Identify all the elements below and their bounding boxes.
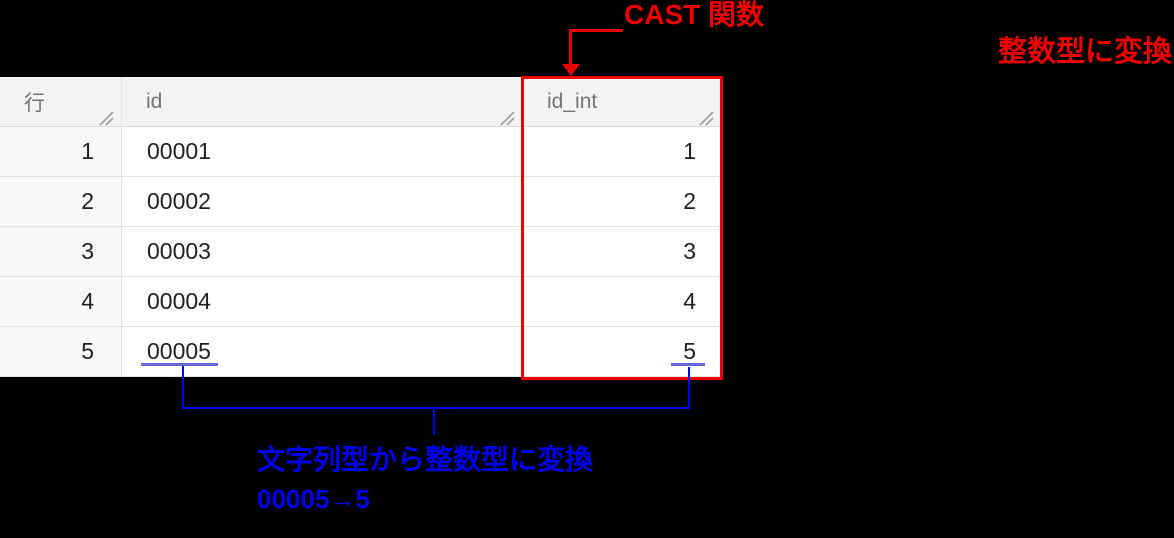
- cast-arrow-head-icon: [562, 64, 580, 76]
- id-int-cell: 5: [523, 327, 721, 377]
- column-resize-icon[interactable]: [99, 108, 114, 126]
- integer-conversion-label: 整数型に変換: [997, 36, 1172, 68]
- id-int-cell: 1: [523, 127, 721, 177]
- column-resize-icon[interactable]: [500, 108, 515, 126]
- id-int-cell: 4: [523, 277, 721, 327]
- conversion-note-line2: 00005→5: [257, 484, 370, 514]
- column-header-id: id: [122, 77, 523, 127]
- table-row: 4 00004 4: [0, 277, 721, 327]
- header-row: 行 id id_int: [0, 77, 721, 127]
- row-number-cell: 3: [0, 227, 122, 277]
- conversion-note-line1: 文字列型から整数型に変換: [257, 444, 594, 475]
- row-number-cell: 2: [0, 177, 122, 227]
- column-resize-icon[interactable]: [699, 108, 714, 126]
- id-int-cell: 3: [523, 227, 721, 277]
- column-header-id-int: id_int: [523, 77, 721, 127]
- conversion-note: 文字列型から整数型に変換 00005→5: [257, 444, 594, 514]
- id-cell: 00002: [122, 177, 523, 227]
- id-int-cell: 2: [523, 177, 721, 227]
- conversion-bracket: [433, 409, 435, 435]
- id-value-underline: [141, 363, 218, 366]
- column-header-label: id: [146, 89, 163, 113]
- id-cell: 00005: [122, 327, 523, 377]
- column-header-row-number: 行: [0, 77, 122, 127]
- row-number-cell: 5: [0, 327, 122, 377]
- cast-arrow-line: [569, 29, 572, 66]
- query-results-table: 行 id id_int: [0, 77, 721, 377]
- conversion-bracket: [688, 367, 690, 409]
- table-row: 3 00003 3: [0, 227, 721, 277]
- table-row: 2 00002 2: [0, 177, 721, 227]
- row-number-cell: 1: [0, 127, 122, 177]
- conversion-bracket: [182, 407, 690, 409]
- table-row: 5 00005 5: [0, 327, 721, 377]
- id-cell: 00004: [122, 277, 523, 327]
- column-header-label: id_int: [547, 89, 598, 113]
- cast-function-label: CAST 関数: [624, 0, 765, 30]
- conversion-bracket: [182, 366, 184, 409]
- cast-arrow-line: [569, 29, 623, 32]
- id-int-value-underline: [671, 363, 705, 366]
- id-cell: 00001: [122, 127, 523, 177]
- id-cell: 00003: [122, 227, 523, 277]
- row-number-cell: 4: [0, 277, 122, 327]
- column-header-label: 行: [24, 91, 45, 115]
- table-row: 1 00001 1: [0, 127, 721, 177]
